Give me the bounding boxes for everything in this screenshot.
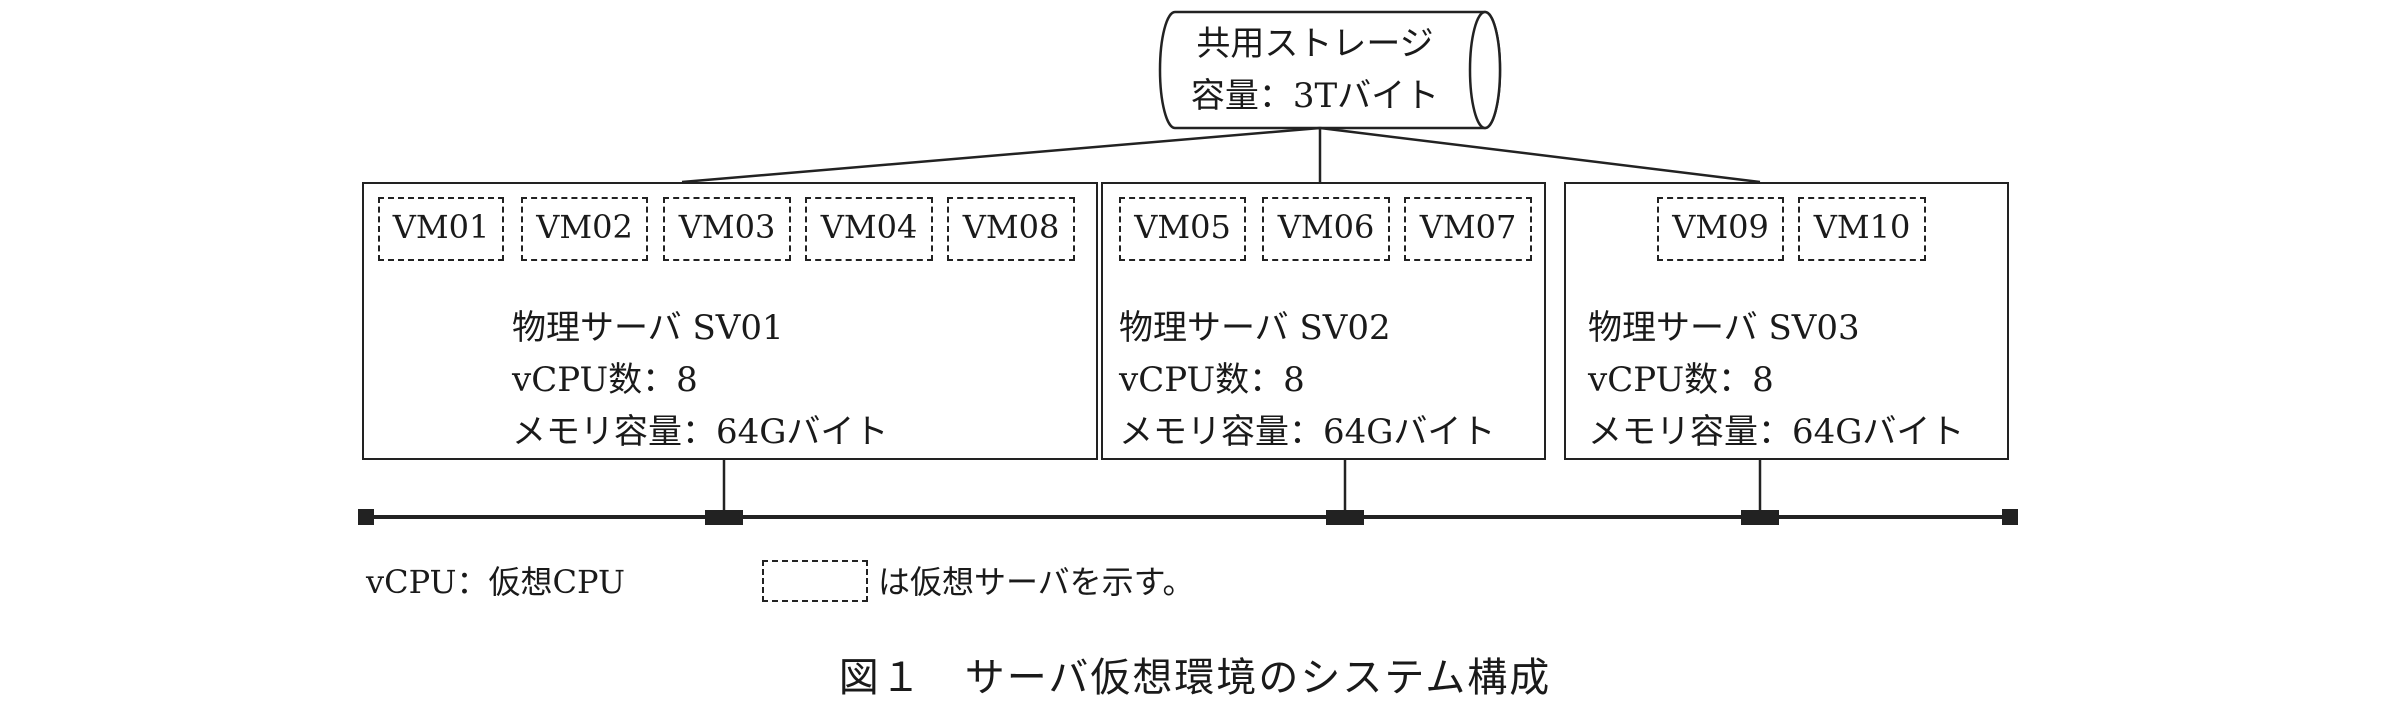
server-sv02 xyxy=(1101,182,1546,460)
link-storage-sv03 xyxy=(1319,126,1761,184)
server-memory: メモリ容量：64Gバイト xyxy=(512,412,889,452)
server-vcpu: vCPU数：8 xyxy=(1119,360,1305,400)
vm-box: VM05 xyxy=(1119,197,1246,261)
legend-vcpu-note: vCPU：仮想CPU xyxy=(366,563,625,601)
figure-caption: 図１ サーバ仮想環境のシステム構成 xyxy=(838,655,1552,701)
vm-box: VM03 xyxy=(663,197,791,261)
tap-sv01 xyxy=(705,510,743,525)
server-sv01 xyxy=(362,182,1098,460)
server-name: 物理サーバ SV02 xyxy=(1119,308,1391,348)
server-memory: メモリ容量：64Gバイト xyxy=(1588,412,1965,452)
bus-end-left xyxy=(358,509,374,525)
vm-box: VM08 xyxy=(947,197,1075,261)
server-memory: メモリ容量：64Gバイト xyxy=(1119,412,1496,452)
vm-box: VM07 xyxy=(1404,197,1532,261)
server-name: 物理サーバ SV01 xyxy=(512,308,784,348)
vm-box: VM06 xyxy=(1262,197,1390,261)
tap-sv02 xyxy=(1326,510,1364,525)
tap-sv03 xyxy=(1741,510,1779,525)
legend-dashed-note: は仮想サーバを示す。 xyxy=(878,563,1195,601)
storage-cylinder xyxy=(1158,10,1502,130)
server-vcpu: vCPU数：8 xyxy=(512,360,698,400)
server-sv03 xyxy=(1564,182,2009,460)
storage-name: 共用ストレージ xyxy=(1196,24,1434,64)
server-vcpu: vCPU数：8 xyxy=(1588,360,1774,400)
vm-box: VM09 xyxy=(1657,197,1784,261)
vm-box: VM01 xyxy=(378,197,504,261)
bus-end-right xyxy=(2002,509,2018,525)
server-name: 物理サーバ SV03 xyxy=(1588,308,1860,348)
vm-box: VM02 xyxy=(521,197,648,261)
vm-box: VM10 xyxy=(1798,197,1926,261)
storage-capacity: 容量：3Tバイト xyxy=(1190,76,1440,116)
vm-box: VM04 xyxy=(805,197,933,261)
legend-dashed-box xyxy=(762,560,868,602)
link-storage-sv01 xyxy=(681,126,1321,184)
